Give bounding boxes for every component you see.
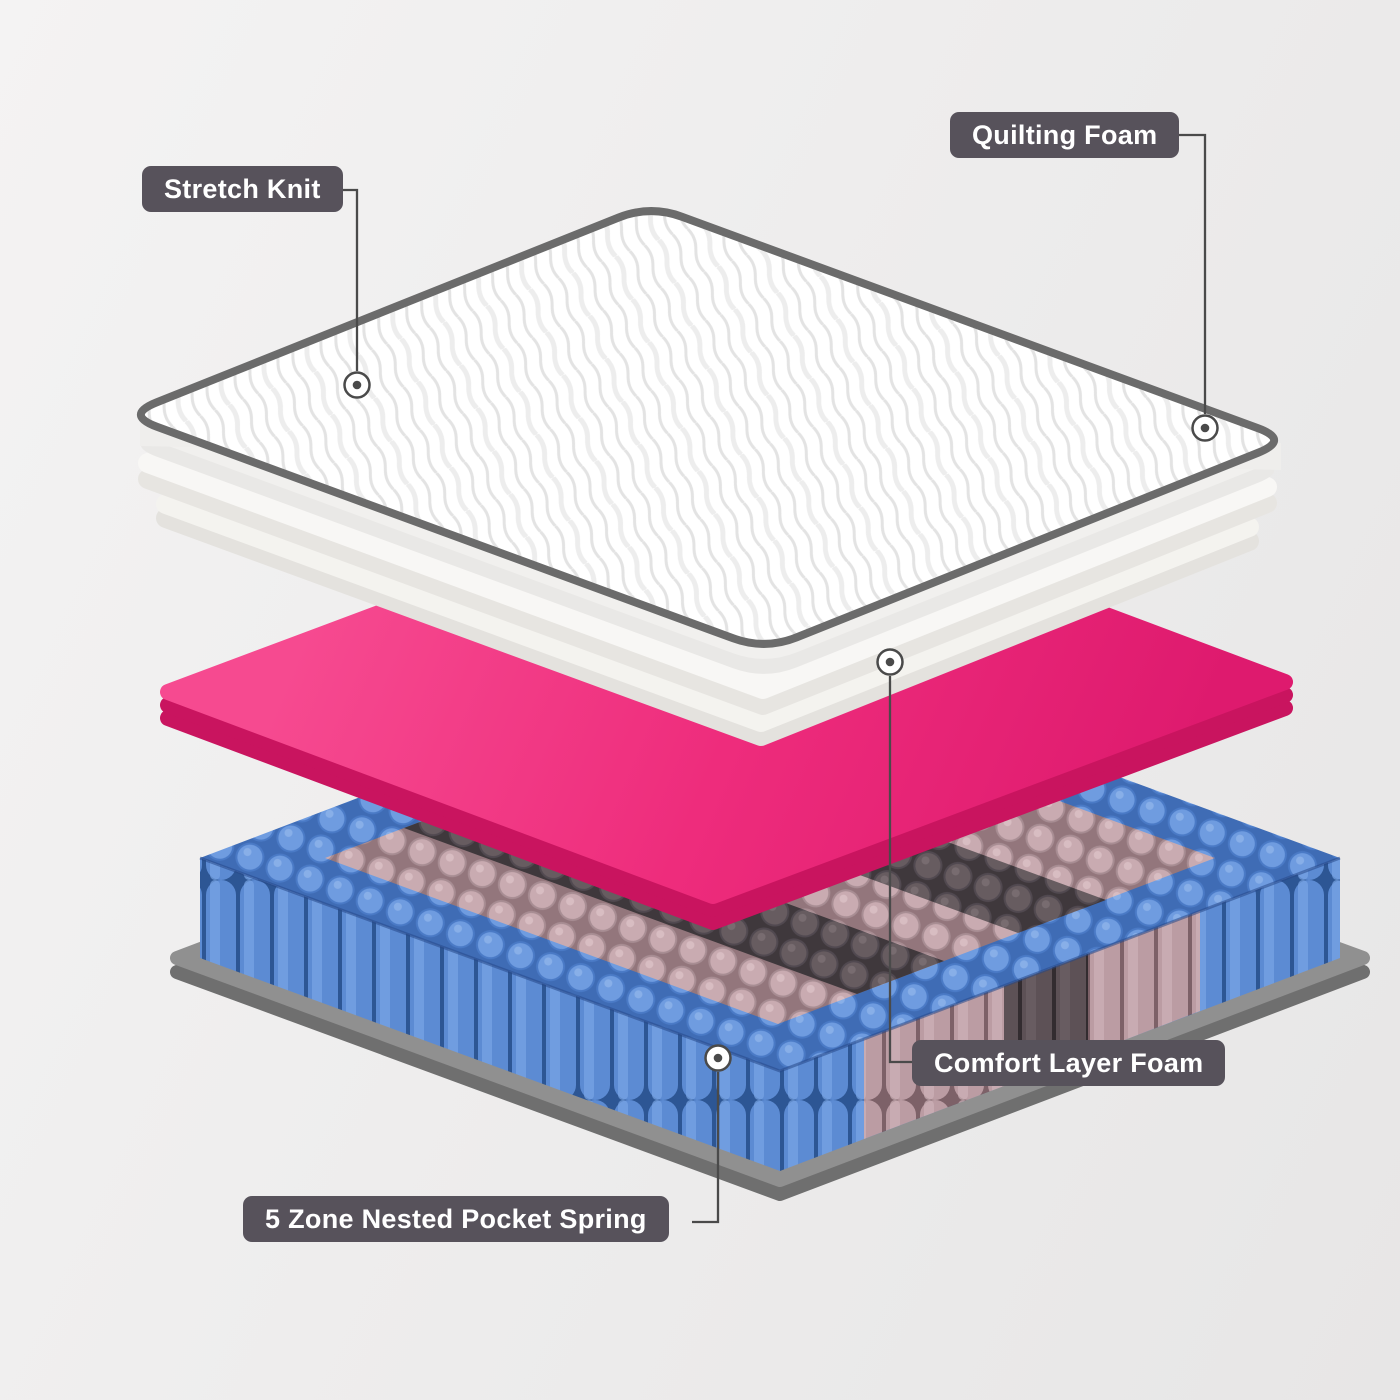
leader-line-stretch-knit xyxy=(336,188,359,371)
label-stretch-knit: Stretch Knit xyxy=(142,166,343,212)
marker-comfort-foam xyxy=(876,648,904,676)
stretch-knit-layer xyxy=(137,207,1281,674)
marker-stretch-knit xyxy=(343,371,371,399)
leader-line-quilting-foam xyxy=(1172,133,1207,414)
leader-line-pocket-spring xyxy=(692,1072,720,1224)
label-pocket-spring: 5 Zone Nested Pocket Spring xyxy=(243,1196,669,1242)
label-quilting-foam: Quilting Foam xyxy=(950,112,1180,158)
spring-front-rim xyxy=(199,856,1341,1073)
label-comfort-layer-foam: Comfort Layer Foam xyxy=(912,1040,1226,1086)
leader-line-comfort-foam xyxy=(888,676,912,1064)
leader-markers xyxy=(343,371,1219,1072)
mattress-top-face xyxy=(137,207,1278,648)
spring-front-left-face xyxy=(200,858,780,1171)
marker-pocket-spring xyxy=(704,1044,732,1072)
marker-quilting-foam xyxy=(1191,414,1219,442)
spring-front-zone-nude-2 xyxy=(1088,911,1200,1054)
leader-lines xyxy=(336,133,1207,1224)
